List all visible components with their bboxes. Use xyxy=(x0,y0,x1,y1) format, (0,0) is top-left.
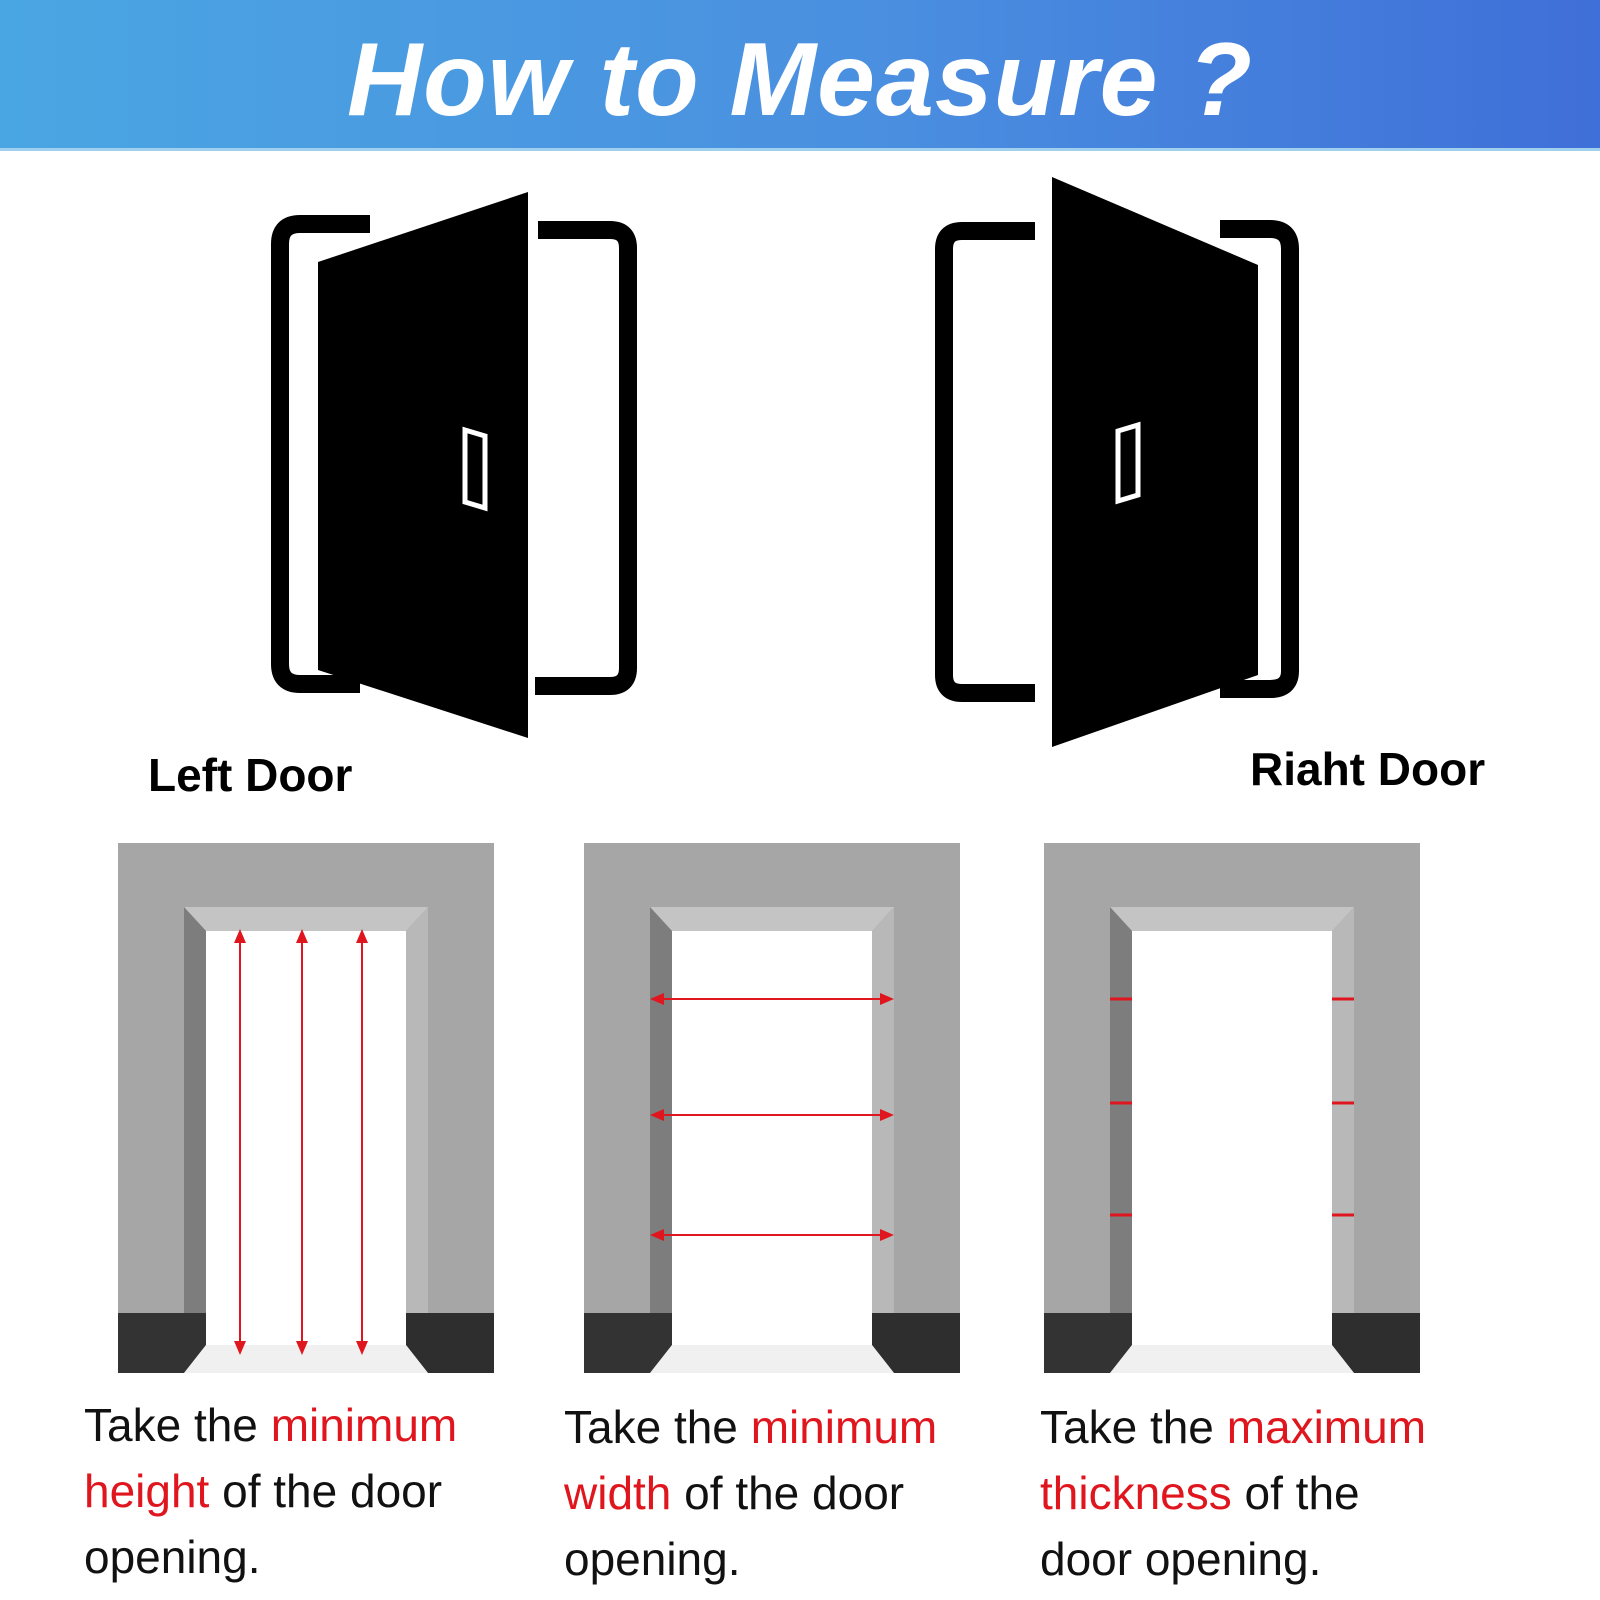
caption-text: of the door xyxy=(209,1465,443,1517)
thickness-measure-diagram xyxy=(1044,843,1420,1373)
thickness-marks xyxy=(1110,997,1354,1217)
height-caption: Take the minimum height of the door open… xyxy=(84,1392,524,1590)
caption-text: door opening. xyxy=(1040,1533,1322,1585)
right-door-label: Riaht Door xyxy=(1250,743,1486,795)
thickness-caption: Take the maximum thickness of the door o… xyxy=(1040,1394,1480,1592)
width-arrows xyxy=(650,993,894,1241)
left-door-label: Left Door xyxy=(148,749,353,801)
height-measure-diagram xyxy=(118,843,494,1373)
caption-highlight: thickness xyxy=(1040,1467,1232,1519)
width-caption: Take the minimum width of the door openi… xyxy=(564,1394,1004,1592)
caption-text: Take the xyxy=(1040,1401,1227,1453)
header-banner: How to Measure ? xyxy=(0,0,1600,151)
caption-highlight: maximum xyxy=(1226,1401,1427,1453)
page-title: How to Measure ? xyxy=(347,22,1253,138)
caption-highlight: height xyxy=(84,1465,210,1517)
right-door-icon xyxy=(935,177,1299,747)
caption-text: of the xyxy=(1231,1467,1360,1519)
caption-highlight: minimum xyxy=(750,1401,938,1453)
caption-text: opening. xyxy=(564,1533,741,1585)
caption-text: of the door xyxy=(671,1467,905,1519)
left-door-icon xyxy=(271,192,637,738)
caption-text: Take the xyxy=(84,1399,271,1451)
caption-text: Take the xyxy=(564,1401,751,1453)
caption-highlight: minimum xyxy=(270,1399,458,1451)
height-arrows xyxy=(234,929,368,1355)
caption-highlight: width xyxy=(564,1467,672,1519)
width-measure-diagram xyxy=(584,843,960,1373)
caption-text: opening. xyxy=(84,1531,261,1583)
